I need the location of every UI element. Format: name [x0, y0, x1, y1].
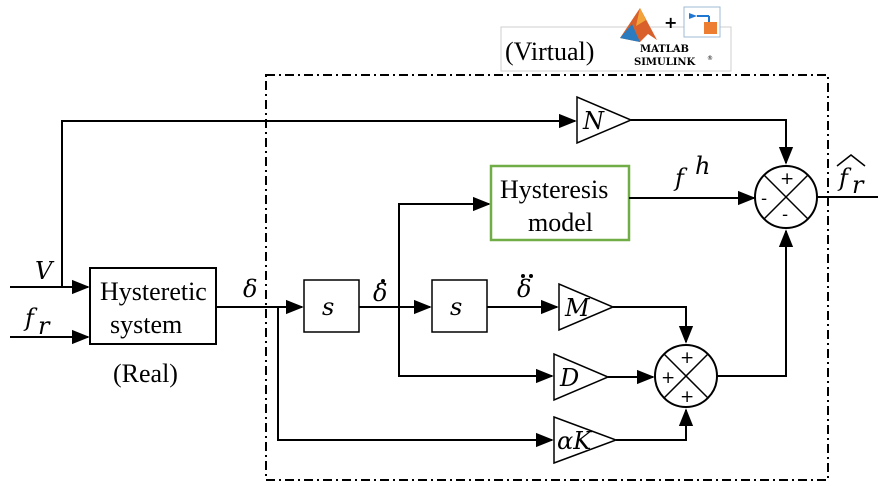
virtual-label: (Virtual) — [505, 37, 594, 66]
wire-deltadot-to-d — [398, 307, 554, 384]
wire-m-to-sum-bottom — [613, 306, 694, 344]
summer-top-sign-left: - — [761, 189, 767, 209]
summer-bottom: + + + — [654, 344, 718, 408]
summer-top-sign-bottom: - — [782, 205, 788, 225]
fh-label: f — [673, 164, 688, 192]
wire-sum-bottom-to-sum-top — [717, 229, 794, 377]
gain-ak-label: αK — [557, 427, 593, 455]
gain-d-triangle — [553, 352, 610, 402]
delta-ddot-mark-2 — [529, 274, 533, 278]
gain-d-label: D — [559, 364, 579, 392]
summer-bottom-sign-left: + — [661, 368, 675, 388]
delta-ddot-mark-1 — [521, 274, 525, 278]
hysteresis-model-label-2: model — [528, 208, 593, 237]
logo-text-simulink: SIMULINK — [634, 57, 696, 68]
wire-v-to-n — [61, 113, 577, 287]
delta-dot-label: δ — [373, 279, 387, 307]
delta-label: δ — [243, 275, 257, 303]
delta-ddot-label: δ — [517, 275, 531, 303]
hysteresis-model-block — [489, 164, 631, 242]
wire-delta-to-ak — [277, 307, 554, 448]
gain-ak-triangle — [553, 415, 619, 465]
logo-registered: ® — [707, 55, 713, 62]
input-v-label: V — [35, 257, 55, 285]
wire-ak-to-sum-bottom — [616, 408, 694, 441]
header: (Virtual) + MATLAB SIMULINK ® — [500, 6, 732, 72]
summer-bottom-sign-top: + — [680, 348, 694, 368]
derivative-block-1-label: s — [322, 293, 334, 321]
gain-m-triangle — [558, 282, 615, 332]
hysteresis-model-label-1: Hysteresis — [500, 175, 608, 204]
input-fr-subscript: r — [38, 312, 51, 340]
summer-top: + - - — [754, 165, 818, 229]
gain-m-label: M — [564, 294, 591, 322]
input-fr-label: f — [23, 304, 38, 332]
output-subscript: r — [852, 171, 865, 199]
logo-text-matlab: MATLAB — [640, 44, 689, 55]
derivative-block-2-label: s — [450, 293, 462, 321]
virtual-boundary — [265, 74, 829, 481]
summer-top-sign-top: + — [780, 169, 794, 189]
hysteretic-system-label-1: Hysteretic — [100, 277, 207, 306]
derivative-block-1 — [303, 279, 360, 333]
gain-n-triangle — [576, 95, 633, 145]
logo-plus: + — [664, 13, 677, 32]
derivative-block-2 — [431, 279, 488, 333]
wire-deltadot-to-hysteresis — [398, 196, 491, 307]
output-label: f — [837, 164, 852, 192]
matlab-logo-icon — [620, 8, 657, 42]
summer-bottom-sign-bottom: + — [680, 387, 694, 407]
hysteretic-system-label-2: system — [110, 310, 182, 339]
delta-dot-mark — [381, 279, 385, 283]
real-label: (Real) — [113, 359, 178, 388]
output-hat-mark — [836, 154, 866, 167]
simulink-logo-icon — [683, 6, 721, 38]
fh-superscript: h — [695, 152, 710, 180]
wire-n-to-sum-top — [631, 119, 794, 165]
gain-n-label: N — [582, 107, 605, 135]
